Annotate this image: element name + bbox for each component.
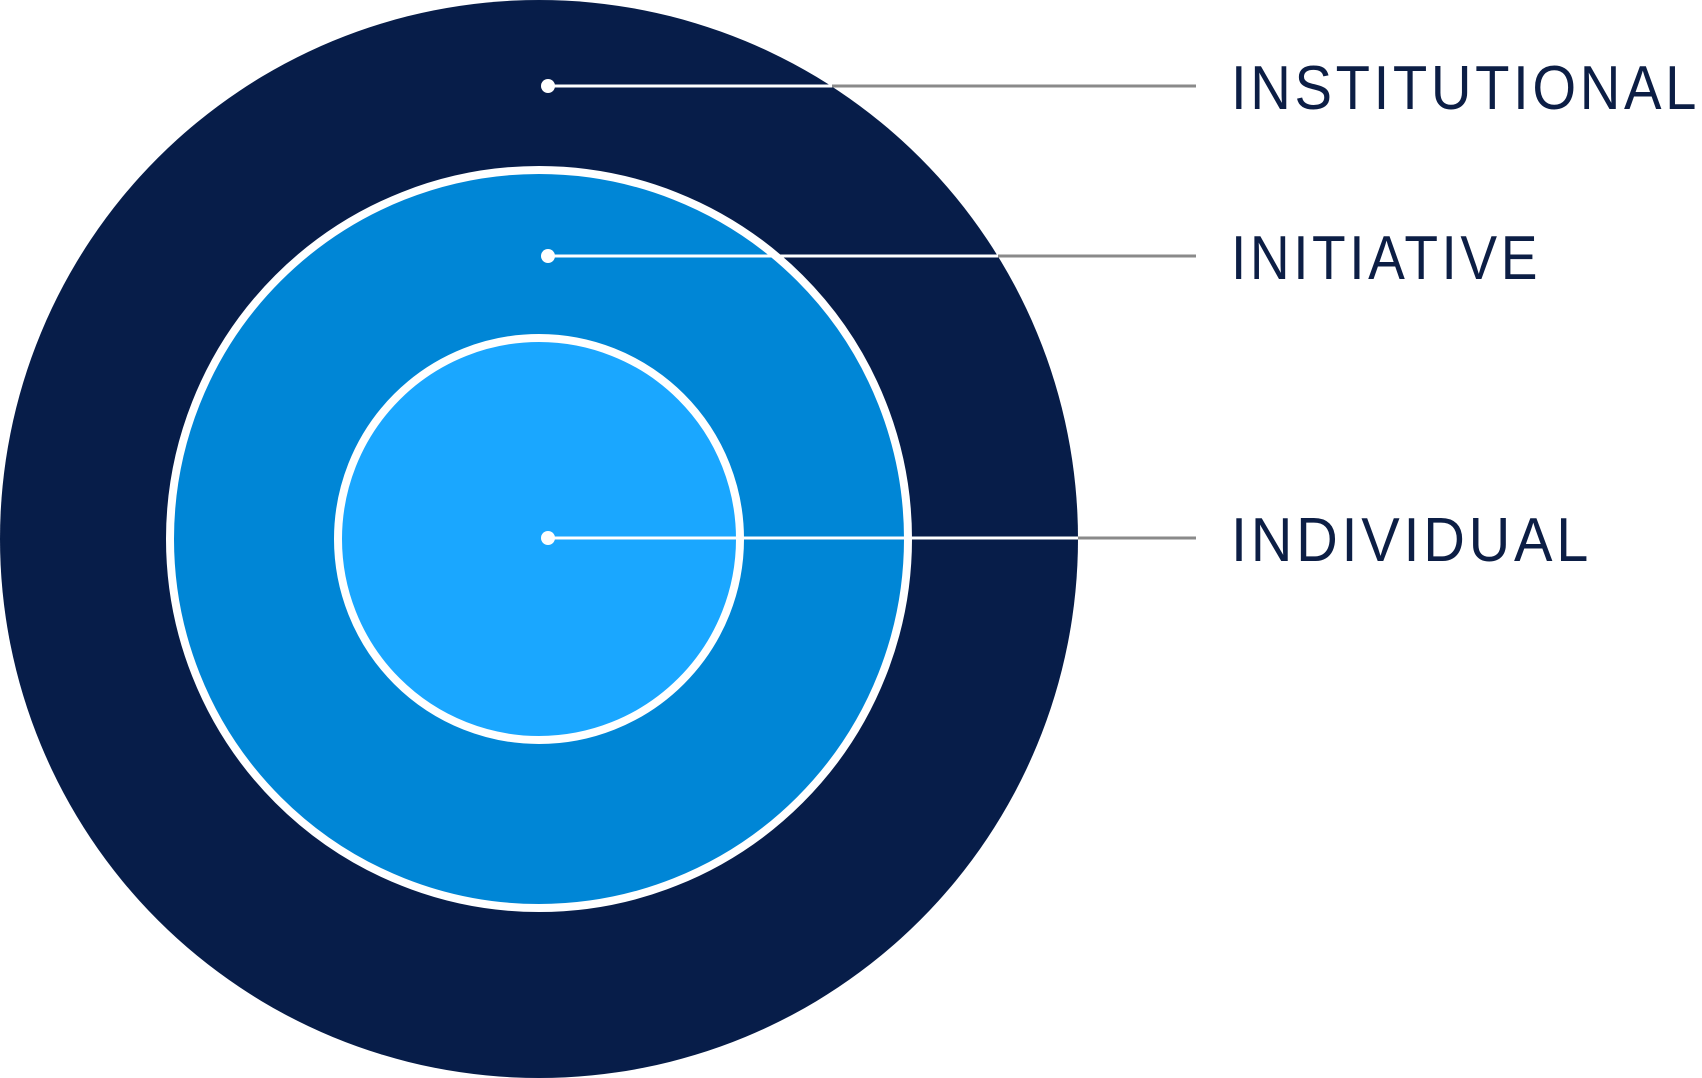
institutional-dot <box>541 79 555 93</box>
label-institutional: INSTITUTIONAL <box>1231 54 1700 123</box>
initiative-dot <box>541 249 555 263</box>
individual-dot <box>541 531 555 545</box>
label-individual: INDIVIDUAL <box>1231 506 1592 575</box>
label-initiative: INITIATIVE <box>1231 224 1541 293</box>
